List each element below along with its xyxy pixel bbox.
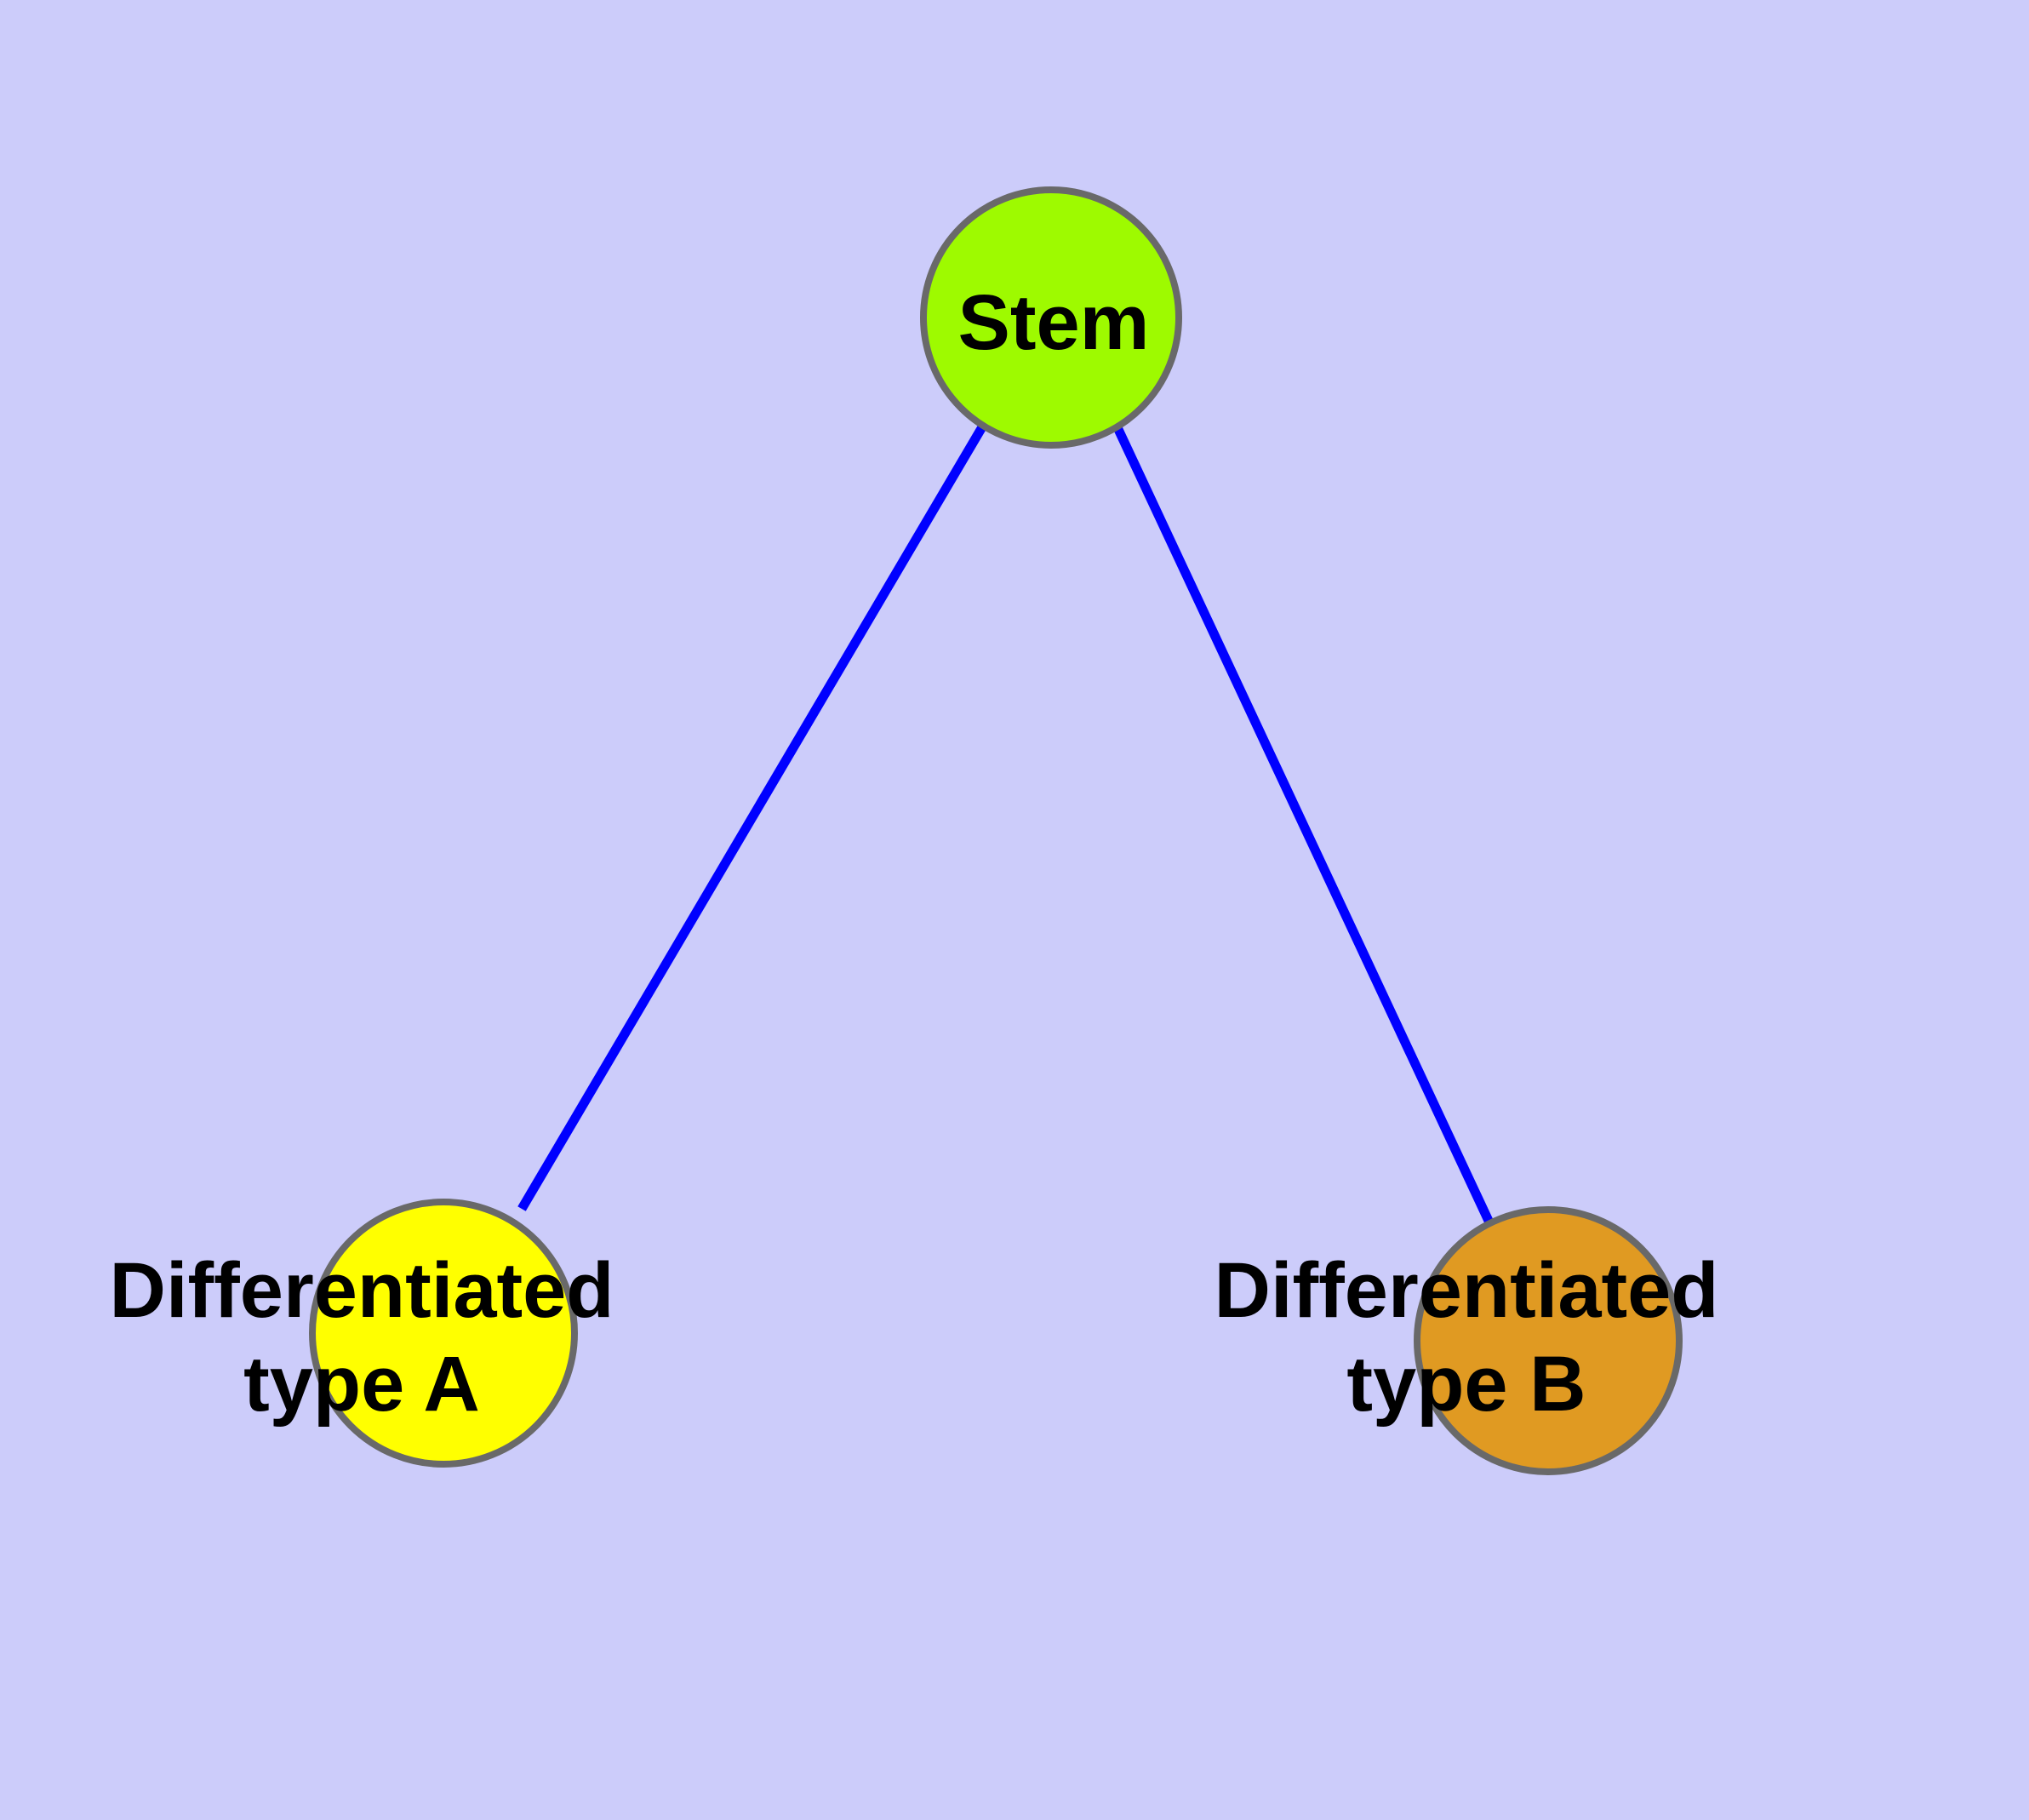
- node-label-differentiated-type-a-line1: Differentiated: [110, 1247, 614, 1334]
- node-differentiated-type-a[interactable]: [309, 1199, 578, 1468]
- edge-stem-to-differentiated-type-a[interactable]: [517, 423, 987, 1211]
- node-circle-stem[interactable]: [920, 186, 1182, 449]
- node-stem[interactable]: [920, 186, 1182, 449]
- node-label-differentiated-type-b-line2: type B: [1346, 1341, 1586, 1428]
- node-differentiated-type-b[interactable]: [1414, 1206, 1683, 1475]
- node-label-stem: Stem: [958, 279, 1150, 366]
- node-circle-differentiated-type-b[interactable]: [1414, 1206, 1683, 1475]
- node-label-differentiated-type-a-line2: type A: [243, 1341, 480, 1428]
- edge-group: [517, 421, 1493, 1223]
- label-group: Stem Differentiated type A Differentiate…: [110, 279, 1719, 1428]
- node-circle-differentiated-type-a[interactable]: [309, 1199, 578, 1468]
- edge-stem-to-differentiated-type-b[interactable]: [1112, 421, 1493, 1223]
- node-label-differentiated-type-b-line1: Differentiated: [1215, 1247, 1719, 1334]
